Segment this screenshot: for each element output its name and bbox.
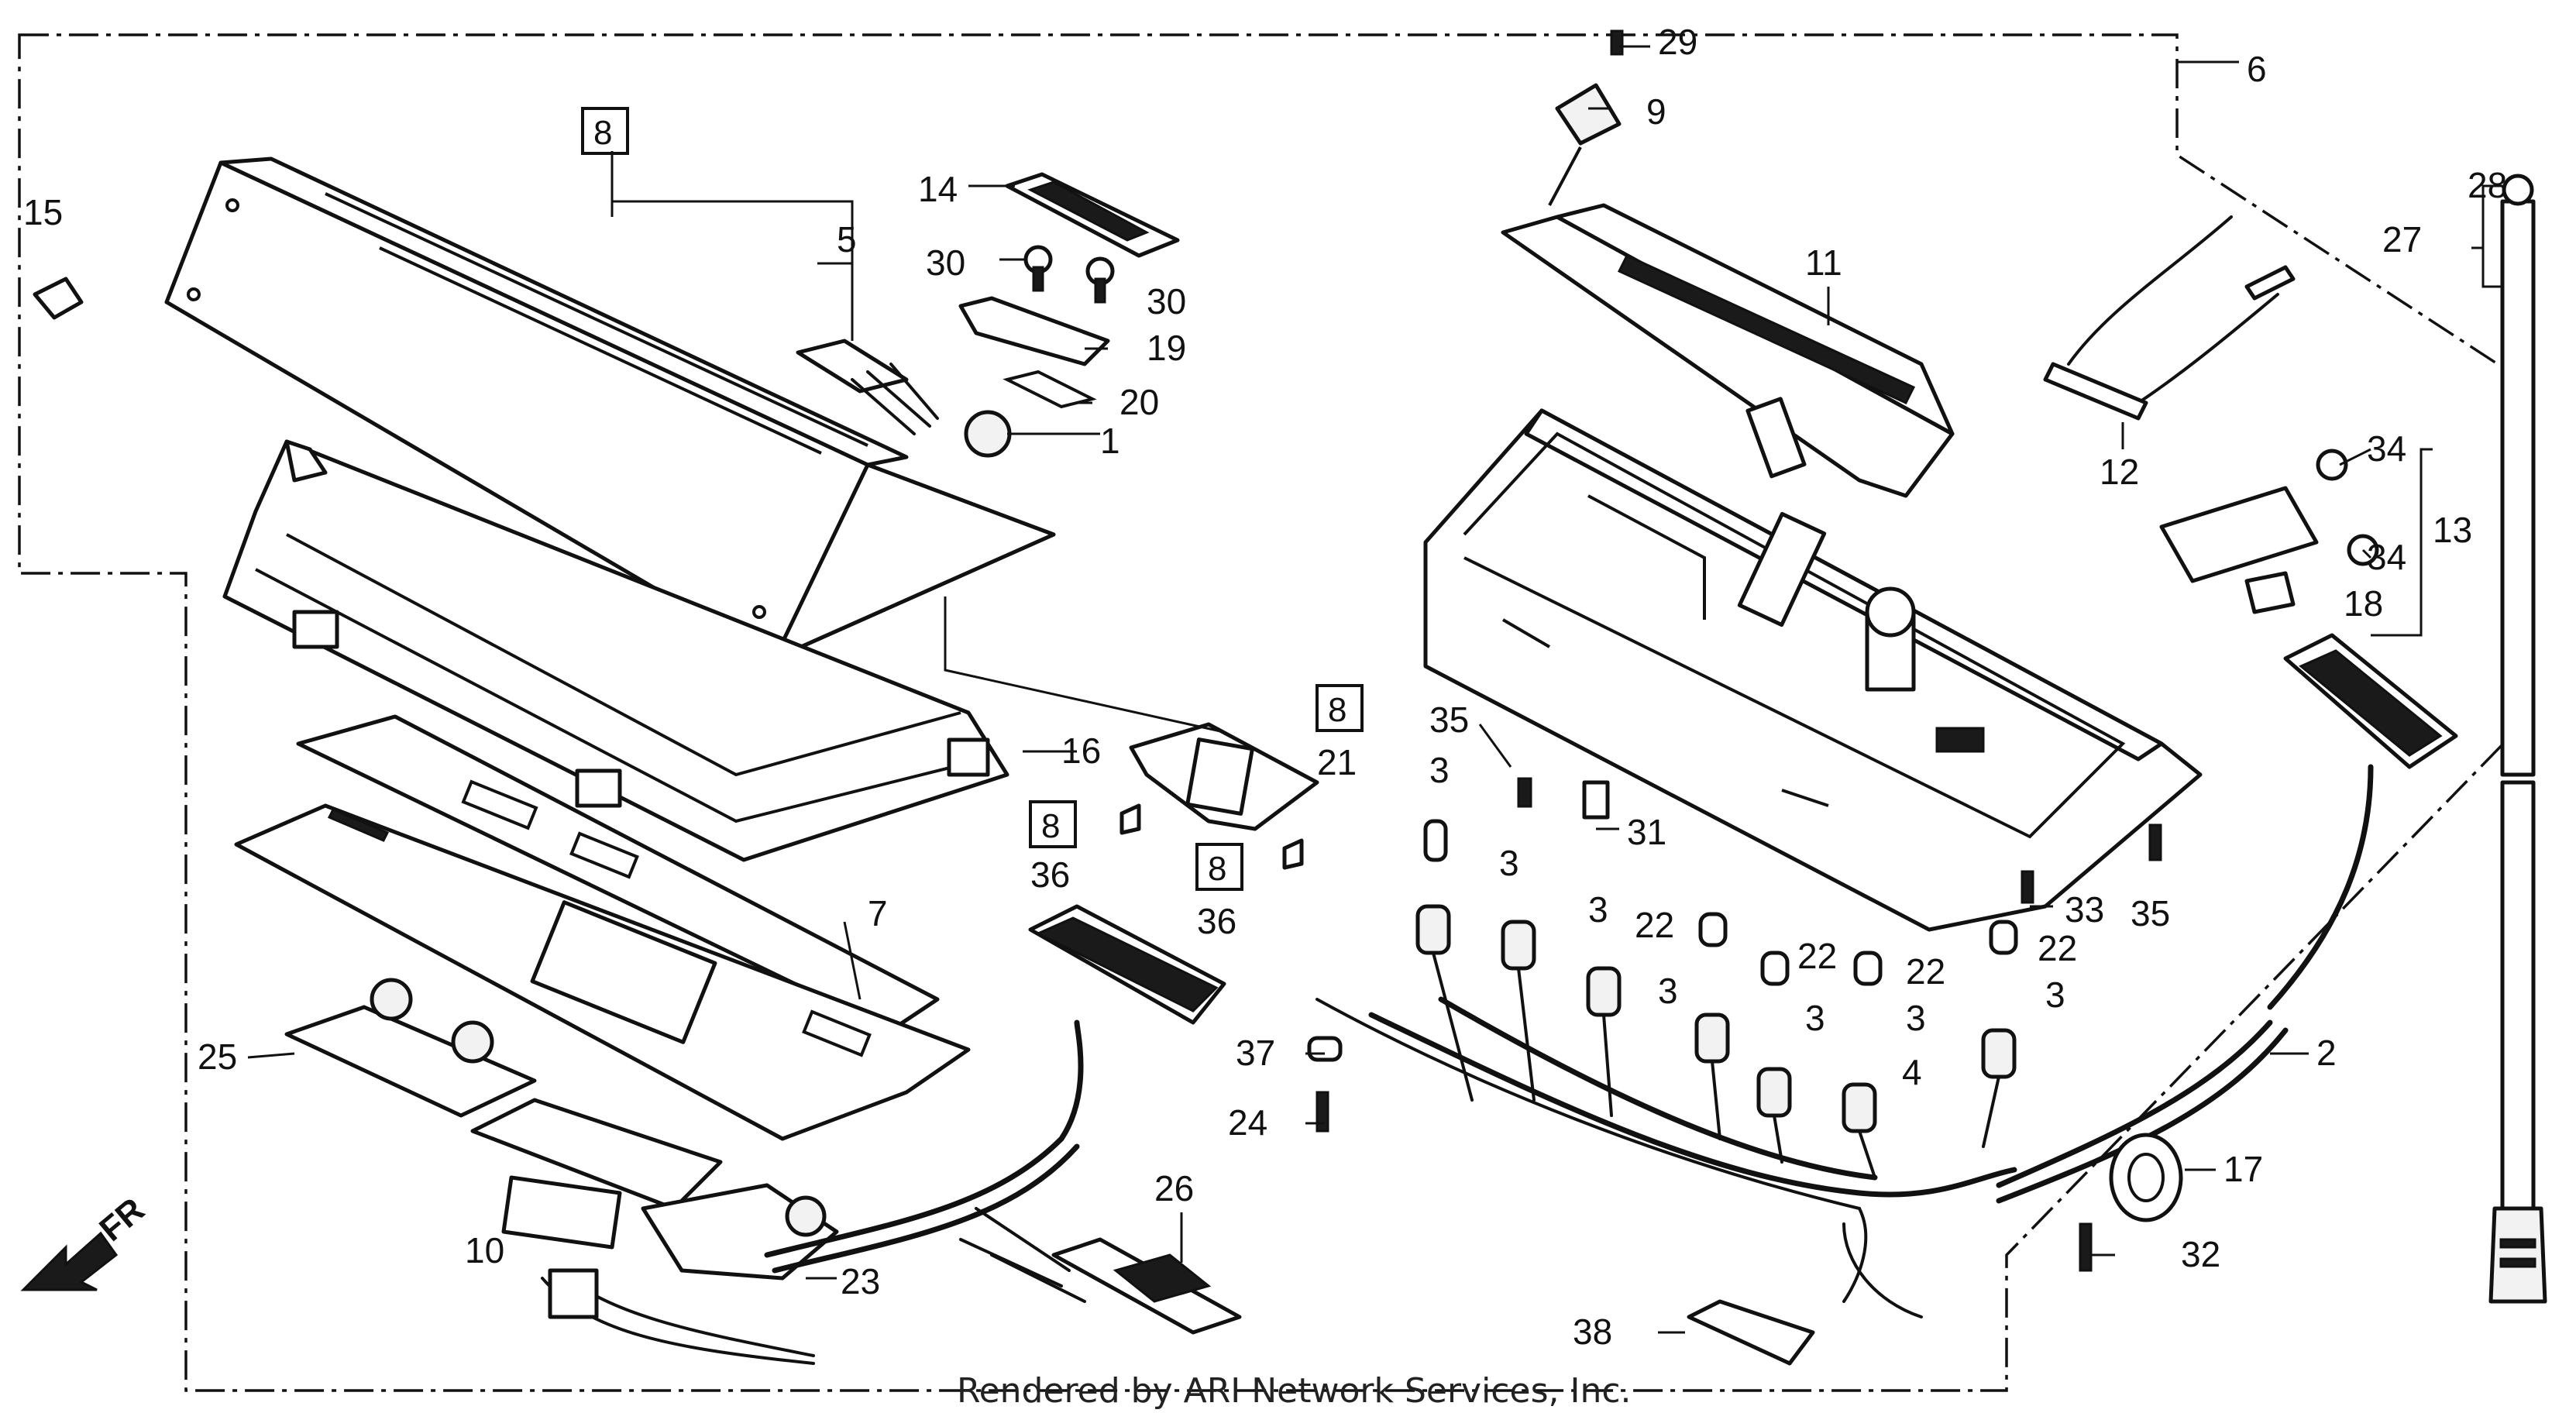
callout-18: 18 xyxy=(2344,583,2383,624)
assembly-boundary xyxy=(18,33,2535,1392)
speedometer-cable xyxy=(2488,174,2547,1304)
callout-26: 26 xyxy=(1154,1168,1194,1208)
callout-17: 17 xyxy=(2223,1149,2263,1189)
credit-line: Rendered by ARI Network Services, Inc. xyxy=(957,1371,1632,1411)
callout-6: 6 xyxy=(2247,49,2267,89)
callout-8-left: 8 xyxy=(1041,807,1060,845)
main-harness-2 xyxy=(1316,996,2289,1318)
sensor-12 xyxy=(2043,215,2296,421)
callout-21: 21 xyxy=(1317,742,1357,782)
harness-connector-right xyxy=(2267,633,2458,1010)
instrument-circuit-board xyxy=(284,978,839,1365)
callout-24: 24 xyxy=(1228,1102,1267,1143)
connector-26 xyxy=(959,1207,1242,1335)
callout-35-a: 35 xyxy=(1429,700,1469,740)
bulbs-22 xyxy=(1698,912,2018,986)
callout-36-b: 36 xyxy=(1197,901,1236,941)
boxed-label-frame xyxy=(1029,800,1077,848)
callout-3-g: 3 xyxy=(2045,975,2065,1015)
fuel-gauge-unit-11 xyxy=(1501,83,1955,498)
callout-3-e: 3 xyxy=(1805,998,1825,1038)
left-harness xyxy=(764,904,1226,1274)
callout-32: 32 xyxy=(2181,1234,2220,1274)
callout-28: 28 xyxy=(2468,165,2507,205)
bulb-sockets-3 xyxy=(1415,819,2017,1179)
band-38 xyxy=(1687,1299,1815,1366)
callout-13: 13 xyxy=(2433,510,2472,550)
callout-1: 1 xyxy=(1100,421,1120,461)
callout-14: 14 xyxy=(918,169,958,209)
callout-22-a: 22 xyxy=(1635,905,1674,945)
callout-27: 27 xyxy=(2382,219,2422,260)
callout-12: 12 xyxy=(2100,452,2139,492)
callout-34-b: 34 xyxy=(2367,537,2406,577)
screws-30 xyxy=(1023,245,1115,304)
callout-19: 19 xyxy=(1147,328,1186,368)
callout-31: 31 xyxy=(1627,812,1666,852)
indicator-lens-14 xyxy=(1005,172,1180,258)
callout-3-d: 3 xyxy=(1658,971,1678,1011)
knob-1 xyxy=(964,410,1012,458)
callout-29: 29 xyxy=(1658,22,1697,62)
callout-8-top: 8 xyxy=(593,114,612,152)
clamp-17 xyxy=(2109,1133,2183,1222)
callout-23: 23 xyxy=(841,1261,880,1301)
meter-panel-plate xyxy=(234,714,971,1141)
callout-30-a: 30 xyxy=(926,242,965,283)
callout-3-b: 3 xyxy=(1499,843,1519,883)
bracket-21 xyxy=(944,596,1319,831)
relay-13 xyxy=(2159,449,2379,614)
callout-37: 37 xyxy=(1236,1033,1275,1073)
meter-case-lower xyxy=(222,439,1009,862)
fasteners-right xyxy=(1307,777,2162,1272)
callout-labels: 8 8 8 8 5 15 14 30 30 19 20 1 16 21 36 3… xyxy=(23,22,2507,1411)
callout-16: 16 xyxy=(1061,731,1101,771)
callout-5: 5 xyxy=(837,219,857,260)
socket-5 xyxy=(796,339,939,435)
callout-33: 33 xyxy=(2065,889,2104,930)
callout-8-right: 8 xyxy=(1208,850,1226,888)
meter-visor xyxy=(164,156,1056,661)
callout-3-a: 3 xyxy=(1429,750,1450,790)
indicator-holder-19 xyxy=(958,296,1110,366)
callout-2: 2 xyxy=(2316,1033,2337,1073)
callout-9: 9 xyxy=(1646,91,1666,132)
callout-10: 10 xyxy=(465,1230,504,1270)
callout-4: 4 xyxy=(1902,1052,1922,1092)
callout-22-c: 22 xyxy=(1906,951,1945,992)
callout-11: 11 xyxy=(1805,242,1842,283)
callout-35-b: 35 xyxy=(2131,893,2170,933)
control-unit-case xyxy=(1423,408,2203,932)
callout-25: 25 xyxy=(198,1037,237,1077)
callout-7: 7 xyxy=(868,893,888,933)
boxed-label-frame xyxy=(581,107,629,155)
grommet-15 xyxy=(33,277,84,320)
callout-20: 20 xyxy=(1119,382,1159,422)
callout-38: 38 xyxy=(1573,1312,1612,1352)
callout-8-mid: 8 xyxy=(1328,691,1346,729)
boxed-label-frame xyxy=(1195,843,1243,891)
callout-3-c: 3 xyxy=(1588,889,1608,930)
callout-22-b: 22 xyxy=(1797,936,1837,976)
screw-29 xyxy=(1610,29,1624,56)
boxed-label-frame xyxy=(1316,684,1364,732)
callout-36-a: 36 xyxy=(1030,854,1070,895)
callout-22-d: 22 xyxy=(2038,928,2077,968)
front-direction-arrow xyxy=(20,1231,119,1291)
callout-30-b: 30 xyxy=(1147,281,1186,321)
callout-15: 15 xyxy=(23,192,63,232)
screws-36 xyxy=(1119,803,1304,870)
leader-lines xyxy=(247,45,2502,1334)
callout-34-a: 34 xyxy=(2367,428,2406,469)
callout-3-f: 3 xyxy=(1906,998,1926,1038)
lens-20 xyxy=(1003,370,1097,409)
